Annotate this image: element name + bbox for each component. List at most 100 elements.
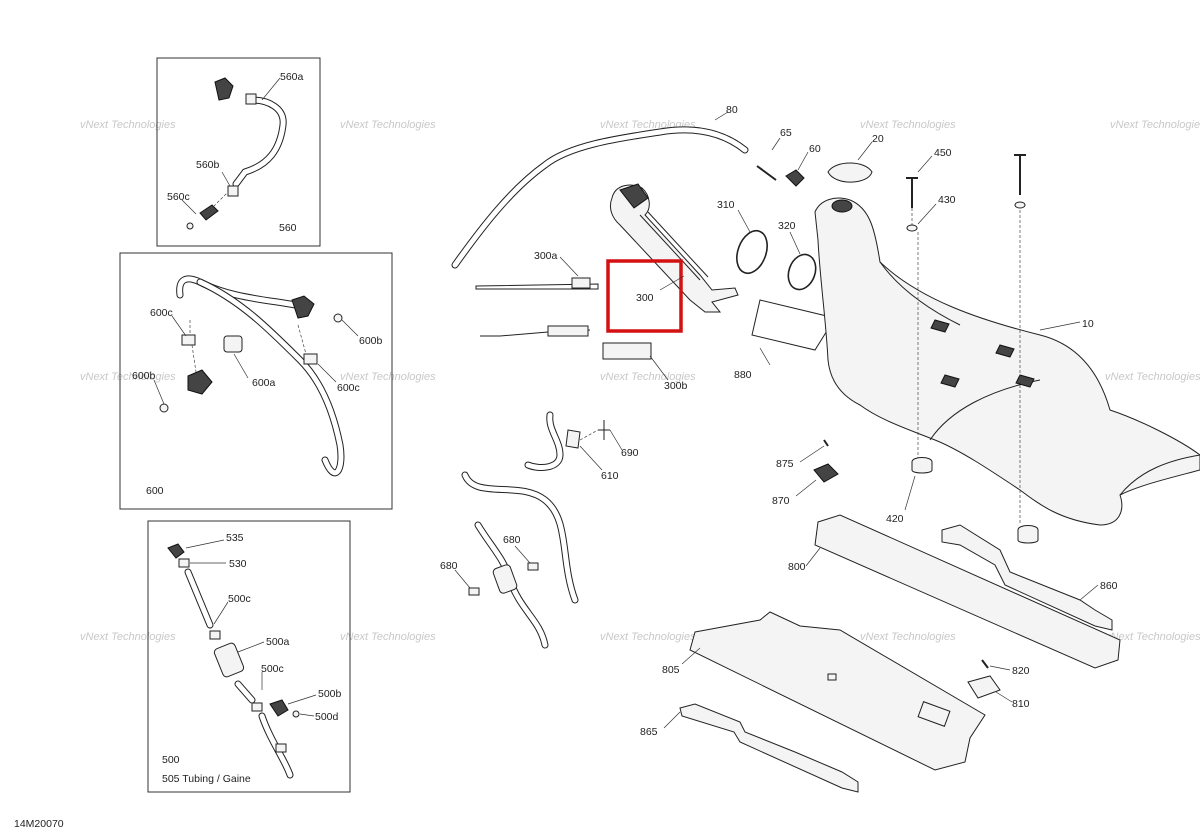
washer-500d bbox=[292, 710, 300, 718]
watermark: vNext Technologies bbox=[860, 631, 956, 643]
label-880: 880 bbox=[734, 369, 752, 381]
label-60: 60 bbox=[809, 143, 821, 155]
tank-mount-pad bbox=[1015, 374, 1035, 388]
label-500c-lower: 500c bbox=[261, 663, 284, 675]
clamp-500c-lower bbox=[251, 702, 263, 712]
bracket-610 bbox=[565, 429, 581, 449]
label-560c: 560c bbox=[167, 191, 190, 203]
washer-430 bbox=[906, 224, 918, 232]
watermark: vNext Technologies bbox=[340, 631, 436, 643]
label-560b: 560b bbox=[196, 159, 220, 171]
plate-area: 800 860 805 820 810 865 bbox=[640, 514, 1121, 793]
tank-filler-neck bbox=[831, 199, 853, 213]
bracket-865 bbox=[679, 703, 859, 793]
group-500: 535 530 500c 500a 500c 500b 500d 500 505… bbox=[147, 520, 351, 793]
valve-60 bbox=[785, 169, 805, 187]
fitting-535 bbox=[167, 543, 185, 559]
label-870: 870 bbox=[772, 495, 790, 507]
label-65: 65 bbox=[780, 127, 792, 139]
label-310: 310 bbox=[717, 199, 735, 211]
label-500c-upper: 500c bbox=[228, 593, 251, 605]
tank-mount-pad bbox=[940, 374, 960, 388]
washer-560c bbox=[186, 222, 194, 230]
fitting-560a-elbow bbox=[214, 77, 234, 101]
plate-805-slot bbox=[917, 701, 951, 727]
watermark: vNext Technologies bbox=[1105, 631, 1200, 643]
watermark: vNext Technologies bbox=[860, 119, 956, 131]
label-500b: 500b bbox=[318, 688, 342, 700]
watermark: vNext Technologies bbox=[600, 631, 696, 643]
highlight-box-300 bbox=[606, 259, 683, 333]
washer-600b-left bbox=[159, 403, 169, 413]
label-20: 20 bbox=[872, 133, 884, 145]
screw-820 bbox=[981, 659, 989, 669]
sleeve-600a bbox=[223, 335, 243, 353]
label-420: 420 bbox=[886, 513, 904, 525]
group-600: 600c 600b 600b 600a 600c 600 bbox=[119, 252, 393, 510]
ring-310 bbox=[736, 229, 768, 275]
plate-805-hole bbox=[827, 673, 837, 681]
pin-65 bbox=[756, 165, 777, 181]
group-560-frame bbox=[156, 57, 321, 247]
group-600-frame bbox=[119, 252, 393, 510]
sensor-bracket bbox=[547, 325, 589, 337]
fuel-cap-20 bbox=[827, 162, 873, 183]
filter-500a bbox=[213, 642, 245, 678]
watermark: vNext Technologies bbox=[80, 631, 176, 643]
fuel-tank-10 bbox=[814, 197, 1200, 526]
vent-line-80 bbox=[451, 126, 749, 269]
label-600b-right: 600b bbox=[359, 335, 383, 347]
bolt-right bbox=[1014, 154, 1026, 195]
label-320: 320 bbox=[778, 220, 796, 232]
label-600a: 600a bbox=[252, 377, 276, 389]
watermark: vNext Technologies bbox=[80, 371, 176, 383]
label-810: 810 bbox=[1012, 698, 1030, 710]
filter-680 bbox=[492, 564, 518, 594]
label-535: 535 bbox=[226, 532, 244, 544]
watermark: vNext Technologies bbox=[80, 119, 176, 131]
clamp-600c-right bbox=[303, 353, 318, 365]
sender-300a-head bbox=[571, 277, 591, 289]
group-500-frame bbox=[147, 520, 351, 793]
clamp-680-left bbox=[468, 587, 480, 596]
fuel-hose-area: 690 610 680 680 bbox=[440, 411, 639, 649]
tank-mount-pad bbox=[930, 319, 950, 333]
watermark: vNext Technologies bbox=[340, 371, 436, 383]
fuel-pump-area: 80 300a 300b 300 310 320 880 bbox=[451, 104, 836, 392]
diagram-id: 14M20070 bbox=[14, 818, 64, 830]
label-875: 875 bbox=[776, 458, 794, 470]
fuel-pump-flange bbox=[619, 183, 649, 209]
washer-600b-right bbox=[333, 313, 343, 323]
label-300b: 300b bbox=[664, 380, 688, 392]
clamp-500c-upper bbox=[209, 630, 221, 640]
label-680-left: 680 bbox=[440, 560, 458, 572]
fuel-tank-area: 10 20 60 65 450 430 420 875 870 bbox=[756, 127, 1200, 544]
screw-875 bbox=[823, 439, 829, 447]
label-430: 430 bbox=[938, 194, 956, 206]
fitting-560c bbox=[199, 204, 219, 221]
label-80: 80 bbox=[726, 104, 738, 116]
label-865: 865 bbox=[640, 726, 658, 738]
label-600b-left: 600b bbox=[132, 370, 156, 382]
group-label-600: 600 bbox=[146, 485, 164, 497]
grommet-420-left bbox=[911, 457, 933, 474]
clamp-505 bbox=[275, 743, 287, 753]
group-label-560: 560 bbox=[279, 222, 297, 234]
label-690: 690 bbox=[621, 447, 639, 459]
label-820: 820 bbox=[1012, 665, 1030, 677]
watermark: vNext Technologies bbox=[600, 371, 696, 383]
fitting-500b bbox=[269, 699, 289, 717]
washer-right bbox=[1014, 201, 1026, 209]
label-800: 800 bbox=[788, 561, 806, 573]
grommet-420-right bbox=[1017, 525, 1039, 544]
ring-320 bbox=[787, 253, 817, 291]
plate-800 bbox=[814, 514, 1121, 669]
pad-880 bbox=[751, 299, 836, 351]
clamp-680-right bbox=[527, 562, 539, 571]
group-label-505: 505 Tubing / Gaine bbox=[162, 773, 251, 785]
watermark: vNext Technologies bbox=[340, 119, 436, 131]
clamp-560a bbox=[245, 93, 257, 105]
watermark: vNext Technologies bbox=[1105, 371, 1200, 383]
group-label-500: 500 bbox=[162, 754, 180, 766]
